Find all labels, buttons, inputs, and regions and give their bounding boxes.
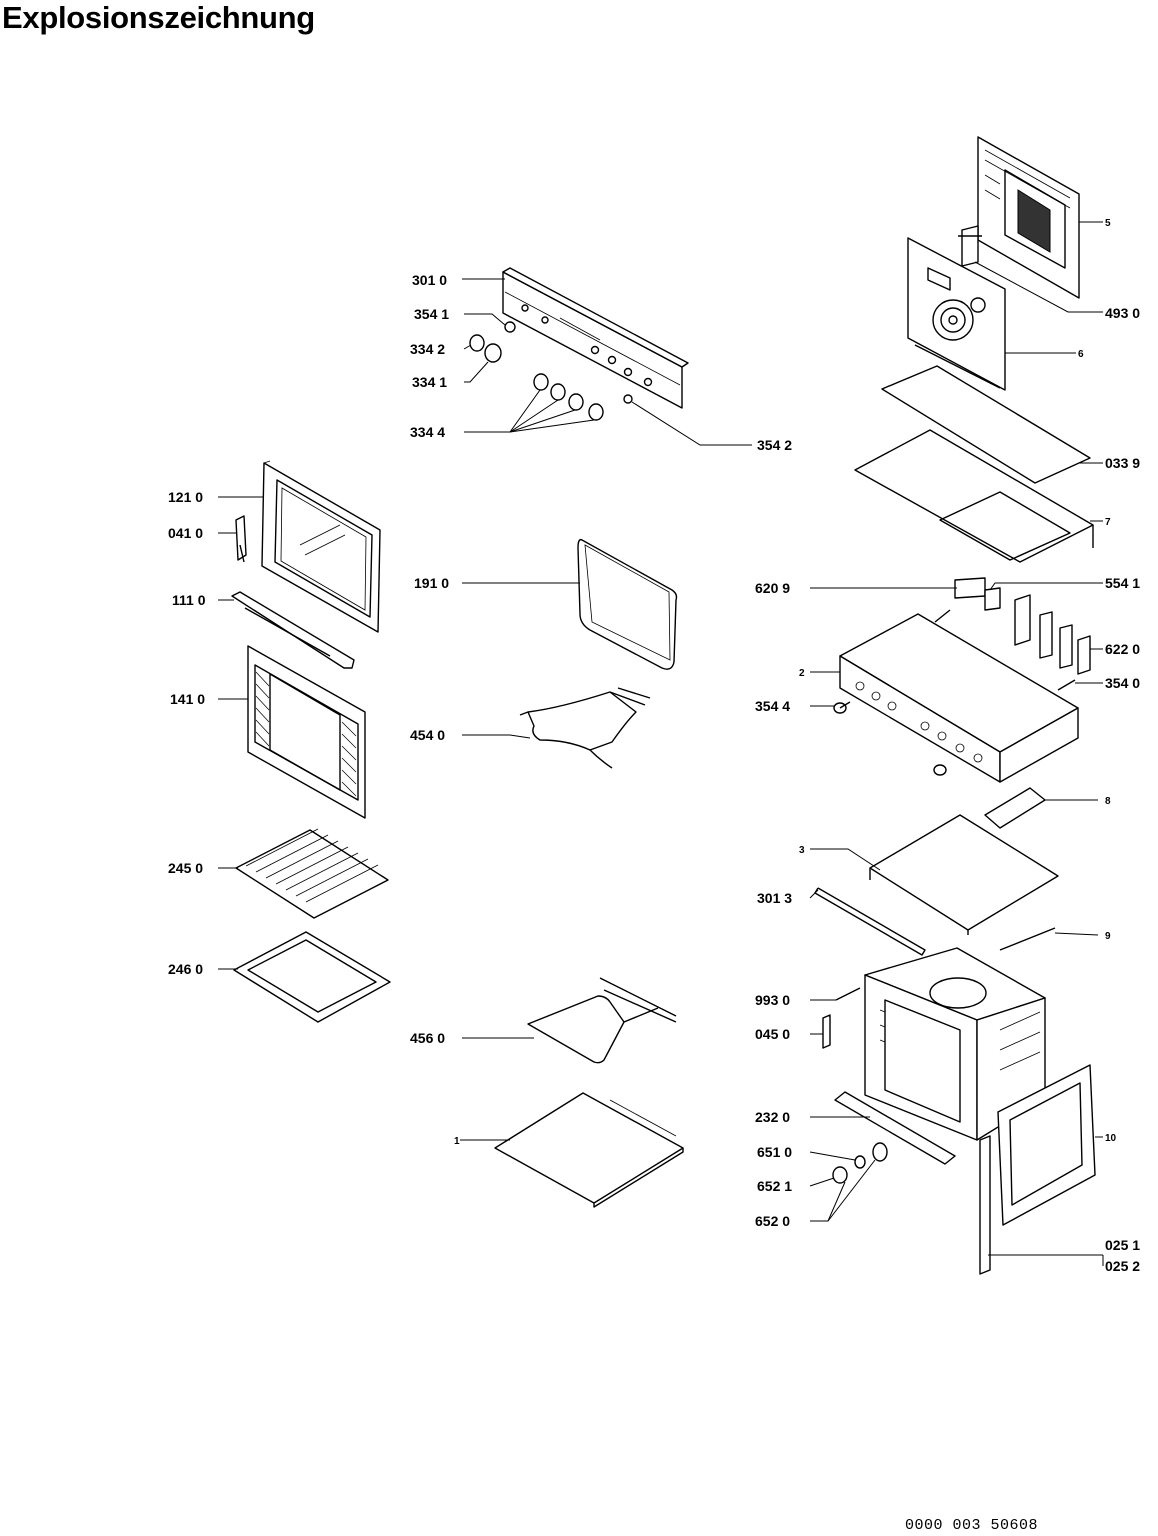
control-housing-drawing xyxy=(839,613,1079,783)
page-title: Explosionszeichnung xyxy=(2,0,315,35)
rail-drawing xyxy=(814,887,926,956)
label-456-0: 456 0 xyxy=(410,1030,445,1046)
label-3: 3 xyxy=(799,845,805,856)
label-493-0: 493 0 xyxy=(1105,305,1140,321)
label-354-0: 354 0 xyxy=(1105,675,1140,691)
label-045-0: 045 0 xyxy=(755,1026,790,1042)
bottom-heater-drawing xyxy=(527,977,677,1064)
label-9: 9 xyxy=(1105,931,1111,942)
side-door-frame-drawing xyxy=(997,1064,1096,1226)
label-354-2: 354 2 xyxy=(757,437,792,453)
bracket-drawing xyxy=(984,787,1046,829)
label-232-0: 232 0 xyxy=(755,1109,790,1125)
label-8: 8 xyxy=(1105,796,1111,807)
outer-glass-drawing xyxy=(247,645,366,819)
label-7: 7 xyxy=(1105,517,1111,528)
long-screw-drawing xyxy=(835,987,861,1001)
rod-drawing xyxy=(999,927,1056,951)
fan-motor-drawing xyxy=(958,225,982,267)
label-246-0: 246 0 xyxy=(168,961,203,977)
wire-grid-drawing xyxy=(235,828,389,919)
label-301-3: 301 3 xyxy=(757,890,792,906)
label-651-0: 651 0 xyxy=(757,1144,792,1160)
leader-lines xyxy=(218,221,1104,1266)
bottom-plate-drawing xyxy=(494,1092,684,1208)
bottom-knob-drawings xyxy=(832,1142,888,1184)
document-number: 0000 003 50608 xyxy=(905,1517,1039,1534)
label-354-1: 354 1 xyxy=(414,306,449,322)
label-554-1: 554 1 xyxy=(1105,575,1140,591)
control-panel-drawing xyxy=(502,267,689,409)
label-245-0: 245 0 xyxy=(168,860,203,876)
label-5: 5 xyxy=(1105,218,1111,229)
label-334-2: 334 2 xyxy=(410,341,445,357)
door-seal-drawing xyxy=(577,538,678,670)
insulation-drawing xyxy=(881,365,1091,484)
knob-drawings xyxy=(469,321,633,421)
label-121-0: 121 0 xyxy=(168,489,203,505)
label-141-0: 141 0 xyxy=(170,691,205,707)
bottom-rail-drawing xyxy=(834,1091,956,1165)
door-frame-drawing xyxy=(261,460,381,633)
label-334-1: 334 1 xyxy=(412,374,447,390)
baking-tray-drawing xyxy=(233,931,391,1023)
label-301-0: 301 0 xyxy=(412,272,447,288)
rear-panel-drawing xyxy=(977,136,1080,299)
label-622-0: 622 0 xyxy=(1105,641,1140,657)
label-025-2: 025 2 xyxy=(1105,1258,1140,1274)
label-652-0: 652 0 xyxy=(755,1213,790,1229)
label-033-9: 033 9 xyxy=(1105,455,1140,471)
label-025-1: 025 1 xyxy=(1105,1237,1140,1253)
label-334-4: 334 4 xyxy=(410,424,445,440)
label-652-1: 652 1 xyxy=(757,1178,792,1194)
part-labels: 301 0 354 1 334 2 334 1 334 4 354 2 121 … xyxy=(168,218,1140,1274)
label-993-0: 993 0 xyxy=(755,992,790,1008)
mounting-plate-drawing xyxy=(869,814,1059,935)
label-6: 6 xyxy=(1078,349,1084,360)
label-191-0: 191 0 xyxy=(414,575,449,591)
back-wall-drawing xyxy=(907,237,1006,391)
label-354-4: 354 4 xyxy=(755,698,790,714)
label-041-0: 041 0 xyxy=(168,525,203,541)
hinge-drawing xyxy=(235,515,247,563)
top-cover-drawing xyxy=(854,429,1094,563)
side-strip-drawing xyxy=(979,1135,991,1275)
clip-drawing xyxy=(822,1014,831,1049)
label-111-0: 111 0 xyxy=(172,592,206,608)
label-10: 10 xyxy=(1105,1133,1117,1144)
label-1: 1 xyxy=(454,1136,460,1147)
label-2: 2 xyxy=(799,668,805,679)
switch-block-drawing xyxy=(934,577,1091,691)
door-handle-drawing xyxy=(231,591,355,669)
screw-drawings xyxy=(833,701,947,776)
label-620-9: 620 9 xyxy=(755,580,790,596)
label-454-0: 454 0 xyxy=(410,727,445,743)
top-heater-drawing xyxy=(519,687,651,769)
